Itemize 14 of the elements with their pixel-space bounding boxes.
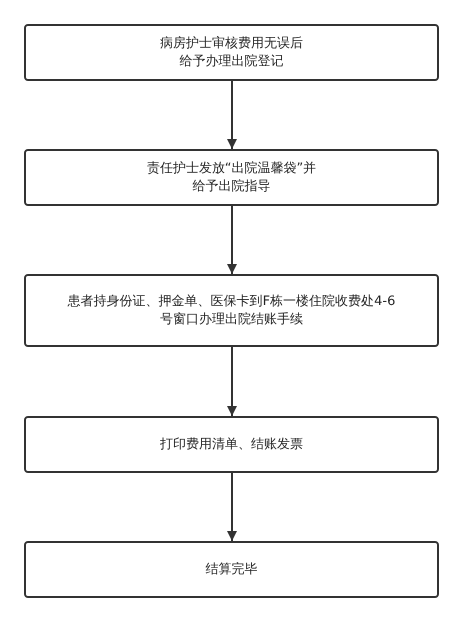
step-text: 病房护士审核费用无误后给予办理出院登记 [159,34,304,70]
step-text: 患者持身份证、押金单、医保卡到F栋一楼住院收费处4-6号窗口办理出院结账手续 [66,292,396,328]
process-box [24,24,439,81]
arrow [227,473,237,541]
process-box [24,416,439,473]
process-box [24,274,439,347]
arrow [227,81,237,149]
arrow [227,206,237,274]
arrow [227,347,237,416]
process-box [24,541,439,598]
step-text: 打印费用清单、结账发票 [160,436,303,454]
step-text: 结算完毕 [206,560,258,578]
step-text: 责任护士发放“出院温馨袋”并给予出院指导 [146,160,318,196]
process-box [24,149,439,206]
